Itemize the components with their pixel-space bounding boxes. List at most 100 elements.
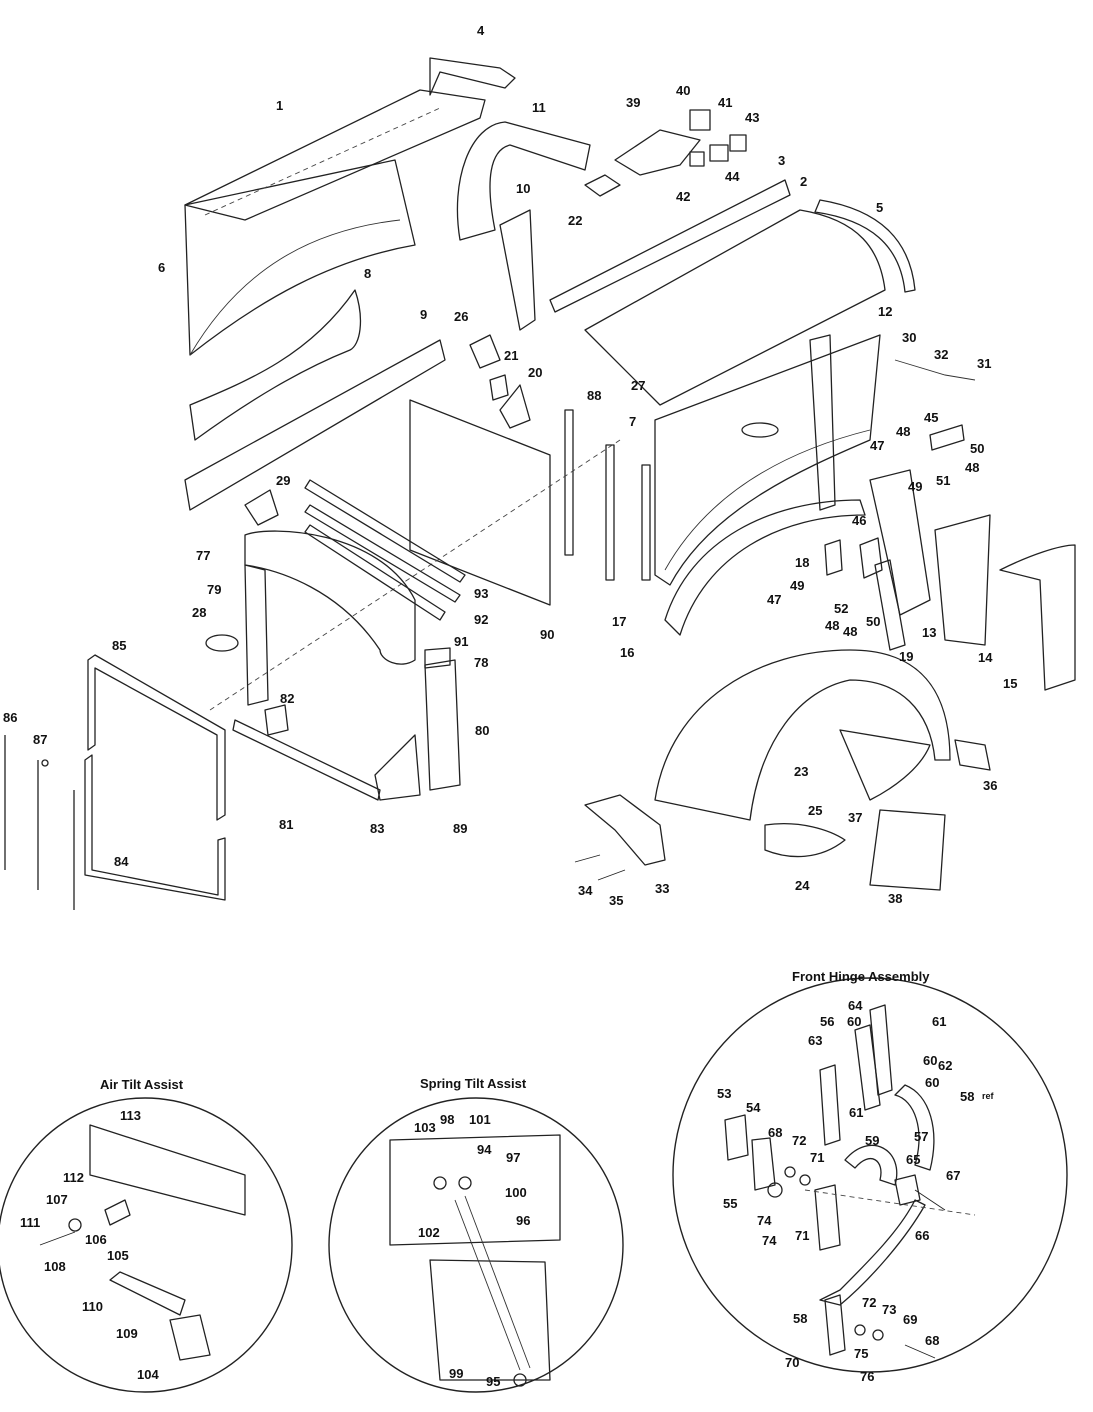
part-36-bracket <box>954 739 991 771</box>
callout-label: 25 <box>808 803 822 818</box>
callout-label: 83 <box>370 821 384 836</box>
callout-label: 48 <box>965 460 979 475</box>
callout-label: 95 <box>486 1374 500 1389</box>
callout-label: 50 <box>970 441 984 456</box>
callout-label: 35 <box>609 893 623 908</box>
callout-label: 82 <box>280 691 294 706</box>
callout-label: 76 <box>860 1369 874 1384</box>
callout-label: 111 <box>20 1215 40 1230</box>
part-80-bar <box>232 719 381 801</box>
part-14-plate <box>934 514 991 646</box>
callout-label: 33 <box>655 881 669 896</box>
front-hinge-parts <box>724 1004 976 1359</box>
callout-label: 80 <box>475 723 489 738</box>
part-88-strip <box>605 444 615 581</box>
callout-label: 73 <box>882 1302 896 1317</box>
callout-label: 105 <box>107 1248 129 1263</box>
callout-label: 101 <box>469 1112 491 1127</box>
callout-label: 86 <box>3 710 17 725</box>
part-11-cowl-bow <box>456 121 591 241</box>
callout-label: 78 <box>474 655 488 670</box>
callout-label: 59 <box>865 1133 879 1148</box>
callout-label: 66 <box>915 1228 929 1243</box>
callout-label: 77 <box>196 548 210 563</box>
callout-label: 41 <box>718 95 732 110</box>
callout-label: 5 <box>876 200 883 215</box>
callout-label: 3 <box>778 153 785 168</box>
spring-tilt-title: Spring Tilt Assist <box>420 1076 527 1091</box>
callout-label: 51 <box>936 473 950 488</box>
part-2-hood-top <box>584 209 886 406</box>
callout-label: 71 <box>795 1228 809 1243</box>
callout-label: 21 <box>504 348 518 363</box>
front-hinge-inset-frame <box>672 977 1068 1373</box>
callout-label: 102 <box>418 1225 440 1240</box>
callout-label: 106 <box>85 1232 107 1247</box>
callout-label: 6 <box>158 260 165 275</box>
callout-label: 46 <box>852 513 866 528</box>
callout-label: 108 <box>44 1259 66 1274</box>
part-5-strip <box>814 199 916 293</box>
callout-label: 90 <box>540 627 554 642</box>
callout-label: 109 <box>116 1326 138 1341</box>
callout-label: 97 <box>506 1150 520 1165</box>
callout-label: 50 <box>866 614 880 629</box>
callout-label: 104 <box>137 1367 159 1382</box>
spring-tilt-parts <box>389 1134 561 1387</box>
callout-label: 42 <box>676 189 690 204</box>
part-90-grille <box>409 399 551 606</box>
callout-label: 94 <box>477 1142 492 1157</box>
part-4-strip <box>429 57 516 96</box>
callout-label: 60 <box>923 1053 937 1068</box>
part-13-support <box>869 469 931 616</box>
callout-label: 107 <box>46 1192 68 1207</box>
callout-label: 55 <box>723 1196 737 1211</box>
callout-labels: 1234567891011121314151617181920212223242… <box>3 23 1017 1389</box>
part-92-strip <box>304 504 461 603</box>
callout-label: 16 <box>620 645 634 660</box>
callout-label: 56 <box>820 1014 834 1029</box>
callout-label: 17 <box>612 614 626 629</box>
part-87-fastener <box>41 759 49 767</box>
part-9-rail <box>184 339 446 511</box>
callout-label: 49 <box>790 578 804 593</box>
callout-label: 34 <box>578 883 593 898</box>
callout-label: 49 <box>908 479 922 494</box>
front-hinge-title: Front Hinge Assembly <box>792 969 930 984</box>
callout-label: 89 <box>453 821 467 836</box>
part-15-panel <box>999 544 1076 691</box>
part-8-panel <box>189 289 362 441</box>
callout-label: 81 <box>279 817 293 832</box>
part-79-side <box>424 659 461 791</box>
callout-label: 61 <box>849 1105 863 1120</box>
callout-label: 48 <box>896 424 910 439</box>
callout-label: 14 <box>978 650 993 665</box>
callout-label: 91 <box>454 634 468 649</box>
air-tilt-title: Air Tilt Assist <box>100 1077 184 1092</box>
part-emblem <box>741 422 779 438</box>
callout-label: 20 <box>528 365 542 380</box>
callout-label: 43 <box>745 110 759 125</box>
part-21-bracket <box>489 374 509 401</box>
part-18-bracket <box>824 539 843 576</box>
callout-label: 57 <box>914 1129 928 1144</box>
callout-label: 110 <box>82 1299 103 1314</box>
callout-label: 22 <box>568 213 582 228</box>
callout-label: 100 <box>505 1185 527 1200</box>
part-77-bracket <box>424 647 451 669</box>
callout-label: 23 <box>794 764 808 779</box>
part-81-bracket <box>264 704 289 736</box>
part-83-seal <box>84 754 226 901</box>
part-hood-left-panel <box>184 89 486 356</box>
callout-label: 62 <box>938 1058 952 1073</box>
part-82-bracket <box>374 734 421 801</box>
part-33-step <box>584 794 666 866</box>
callout-label: 72 <box>792 1133 806 1148</box>
callout-label: 48 <box>843 624 857 639</box>
callout-label: 40 <box>676 83 690 98</box>
ref-suffix: ref <box>982 1091 995 1101</box>
callout-label: 52 <box>834 601 848 616</box>
callout-label: 99 <box>449 1366 463 1381</box>
callout-label: 63 <box>808 1033 822 1048</box>
callout-label: 48 <box>825 618 839 633</box>
